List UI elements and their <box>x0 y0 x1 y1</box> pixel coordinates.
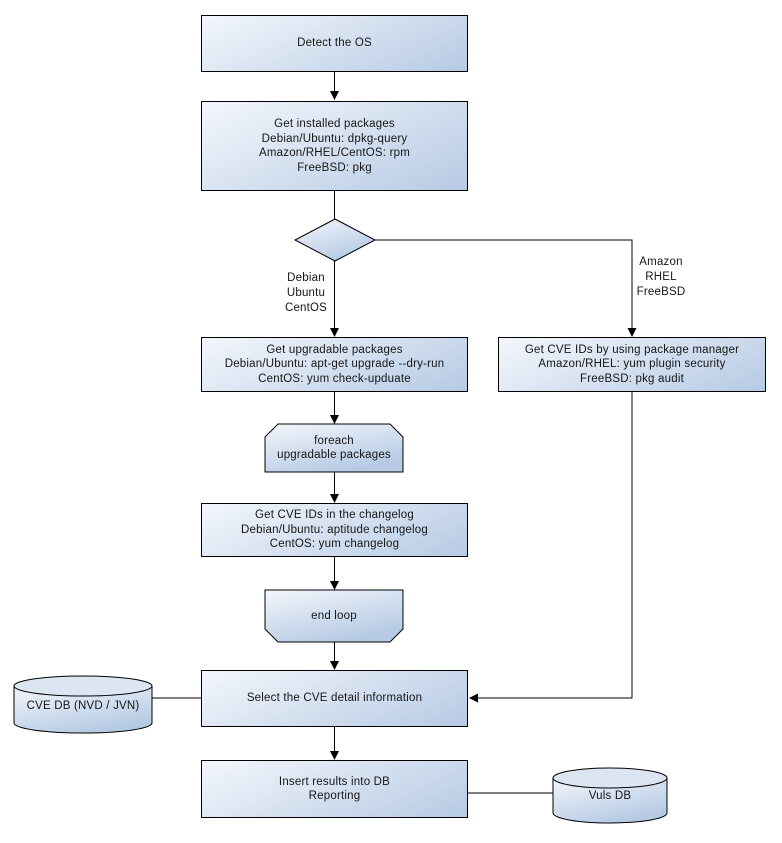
node-insert-results-reporting: Insert results into DB Reporting <box>201 760 468 818</box>
node-foreach-loop-start: foreach upgradable packages <box>265 424 403 472</box>
cve-db-label: CVE DB (NVD / JVN) <box>14 681 152 731</box>
connector-foreach-to-changelog <box>330 472 339 503</box>
node-line: Get CVE IDs by using package manager <box>524 343 740 356</box>
vuls-db-cylinder <box>552 767 668 824</box>
connector-decision-to-cve-pkg-manager <box>375 239 637 337</box>
branch-line: Amazon <box>639 256 683 268</box>
branch-line: Debian <box>287 272 325 284</box>
node-line: Amazon/RHEL: yum plugin security <box>538 358 726 371</box>
node-line: Reporting <box>308 790 361 802</box>
node-line: upgradable packages <box>277 449 391 461</box>
node-line: Insert results into DB <box>278 775 391 788</box>
node-line: Select the CVE detail information <box>246 692 423 705</box>
node-get-installed-packages: Get installed packages Debian/Ubuntu: dp… <box>201 101 468 191</box>
node-line: Detect the OS <box>297 37 372 50</box>
connector-changelog-to-endloop <box>330 557 339 590</box>
node-get-cve-ids-package-manager: Get CVE IDs by using package manager Ama… <box>498 337 766 392</box>
connector-detect-to-installed <box>330 72 339 100</box>
vuls-db-label: Vuls DB <box>553 771 667 821</box>
node-end-loop: end loop <box>265 590 403 642</box>
node-line: CentOS: yum check-upduate <box>258 372 411 385</box>
connector-decision-to-upgradable <box>330 261 339 337</box>
branch-line: CentOS <box>284 302 328 314</box>
branch-line: Ubuntu <box>286 287 326 299</box>
node-line: Debian/Ubuntu: aptitude changelog <box>241 523 428 536</box>
node-line: Debian/Ubuntu: apt-get upgrade --dry-run <box>224 358 445 371</box>
branch-line: FreeBSD <box>636 286 686 298</box>
branch-line: RHEL <box>645 271 677 283</box>
decision-diamond <box>293 218 377 262</box>
connector-select-to-insert <box>330 727 339 760</box>
node-line: Get upgradable packages <box>266 343 403 356</box>
node-detect-os: Detect the OS <box>201 15 468 72</box>
connector-cve-pkg-manager-to-select <box>469 392 633 703</box>
loop-start-shape <box>264 423 404 473</box>
node-line: Debian/Ubuntu: dpkg-query <box>261 132 408 145</box>
node-line: Vuls DB <box>588 789 632 802</box>
node-line: Amazon/RHEL/CentOS: rpm <box>259 147 410 159</box>
node-select-cve-detail: Select the CVE detail information <box>201 670 468 727</box>
connector-endloop-to-select <box>330 642 339 670</box>
node-get-cve-ids-changelog: Get CVE IDs in the changelog Debian/Ubun… <box>201 503 468 557</box>
branch-label-debian-ubuntu-centos: Debian Ubuntu CentOS <box>276 271 336 316</box>
node-line: foreach <box>314 434 354 447</box>
node-line: CentOS: yum changelog <box>269 538 400 551</box>
node-line: CVE DB (NVD / JVN) <box>26 699 140 712</box>
branch-label-amazon-rhel-freebsd: Amazon RHEL FreeBSD <box>632 255 690 300</box>
connector-upgradable-to-foreach <box>330 392 339 424</box>
node-line: end loop <box>311 609 357 622</box>
node-get-upgradable-packages: Get upgradable packages Debian/Ubuntu: a… <box>201 337 468 392</box>
node-line: FreeBSD: pkg audit <box>580 372 684 385</box>
node-line: Get installed packages <box>274 118 395 130</box>
node-line: Get CVE IDs in the changelog <box>254 509 415 522</box>
loop-end-shape <box>264 589 404 643</box>
node-line: FreeBSD: pkg <box>297 161 372 174</box>
cve-db-cylinder <box>13 675 153 734</box>
